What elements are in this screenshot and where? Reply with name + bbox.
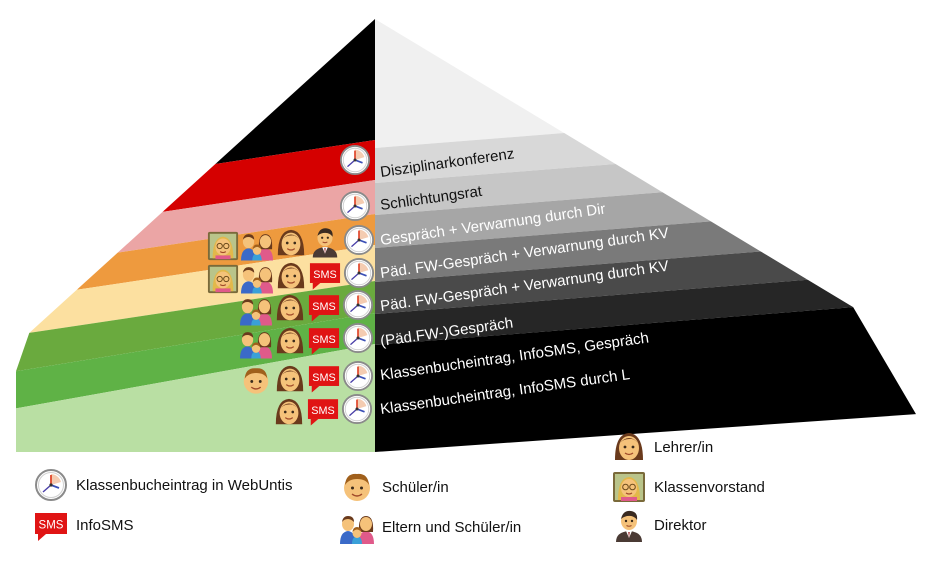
pyramid-level-right-face	[375, 279, 854, 345]
svg-text:SMS: SMS	[39, 520, 64, 532]
legend-label: Klassenvorstand	[654, 478, 765, 496]
class-teacher-icon	[612, 470, 646, 504]
svg-text:SMS: SMS	[312, 334, 335, 346]
pyramid-level-left-face	[215, 19, 375, 164]
pyramid-level-right-face	[375, 163, 663, 215]
svg-text:SMS: SMS	[311, 405, 334, 417]
legend-item-sms: SMS InfoSMS	[34, 508, 134, 542]
parents-student-icon	[241, 267, 273, 294]
svg-text:SMS: SMS	[313, 269, 336, 281]
clock-icon	[339, 144, 371, 176]
sms-icon: SMS	[308, 328, 340, 355]
legend-item-teacher: Lehrer/in	[612, 430, 713, 464]
pyramid-level-right-face	[375, 221, 761, 282]
legend-label: Eltern und Schüler/in	[382, 518, 522, 536]
director-icon	[312, 228, 338, 258]
legend-label: InfoSMS	[76, 516, 134, 534]
legend-label: Lehrer/in	[654, 438, 714, 456]
clock-icon	[342, 322, 374, 354]
parents-student-icon	[240, 299, 272, 326]
clock-icon	[339, 190, 371, 222]
clock-icon	[343, 224, 375, 256]
sms-icon: SMS	[34, 508, 68, 542]
sms-icon: SMS	[308, 295, 340, 322]
director-icon	[612, 508, 646, 542]
pyramid-level-right-face	[375, 192, 711, 248]
pyramid-level-right-face	[375, 307, 916, 452]
legend-label: Schüler/in	[382, 478, 449, 496]
svg-text:SMS: SMS	[312, 301, 335, 313]
pyramid-level-left-face	[162, 140, 375, 212]
student-icon	[340, 470, 374, 504]
teacher-icon	[612, 430, 646, 464]
teacher-icon	[276, 294, 304, 321]
svg-text:SMS: SMS	[312, 372, 335, 384]
clock-icon	[341, 393, 373, 425]
student-icon	[243, 368, 269, 394]
parents-student-icon	[340, 510, 374, 544]
clock-icon	[342, 360, 374, 392]
clock-icon	[343, 257, 375, 289]
pyramid-level-right-face	[375, 19, 565, 148]
legend-item-student: Schüler/in	[340, 470, 449, 504]
parents-student-icon	[240, 332, 272, 359]
sms-icon: SMS	[307, 399, 339, 426]
teacher-icon	[277, 229, 305, 256]
pyramid-level-right-face	[375, 251, 808, 314]
legend-label: Direktor	[654, 516, 707, 534]
pyramid-diagram: DisziplinarkonferenzSchlichtungsratGespr…	[16, 19, 916, 452]
legend-item-parents-student: Eltern und Schüler/in	[340, 510, 521, 544]
teacher-icon	[276, 365, 304, 392]
legend-item-director: Direktor	[612, 508, 707, 542]
pyramid-level-left-face	[117, 180, 375, 253]
parents-student-icon	[241, 234, 273, 261]
teacher-icon	[275, 398, 303, 425]
pyramid-level-right-face	[375, 133, 616, 183]
legend-item-clock: Klassenbucheintrag in WebUntis	[34, 468, 293, 502]
legend-item-class-teacher: Klassenvorstand	[612, 470, 765, 504]
clock-icon	[342, 289, 374, 321]
class-teacher-icon	[207, 231, 239, 261]
teacher-icon	[277, 262, 305, 289]
sms-icon: SMS	[309, 263, 341, 290]
sms-icon: SMS	[308, 366, 340, 393]
teacher-icon	[276, 327, 304, 354]
class-teacher-icon	[207, 264, 239, 294]
legend-label: Klassenbucheintrag in WebUntis	[76, 476, 293, 494]
clock-icon	[34, 468, 68, 502]
